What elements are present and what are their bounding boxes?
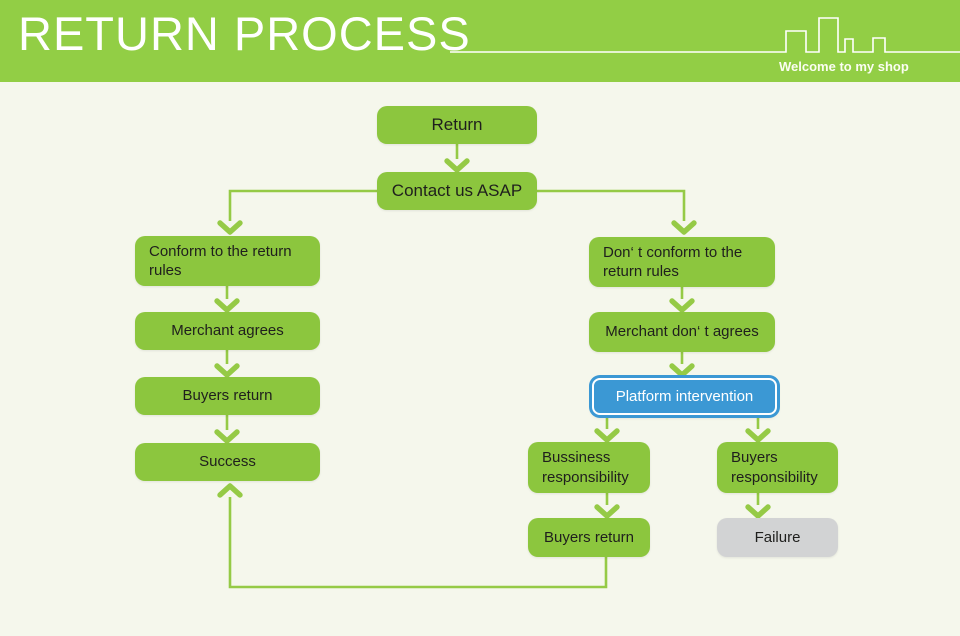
node-platform-intervention: Platform intervention xyxy=(592,378,777,415)
node-merchant-agrees: Merchant agrees xyxy=(135,312,320,350)
node-dont-conform-rules: Don‘ t conform to the return rules xyxy=(589,237,775,287)
node-failure: Failure xyxy=(717,518,838,557)
loop-line xyxy=(228,497,608,589)
arrow-head xyxy=(669,363,695,378)
node-buyers-return-left: Buyers return xyxy=(135,377,320,415)
node-return: Return xyxy=(377,106,537,144)
arrow-head xyxy=(214,429,240,444)
arrow-head xyxy=(214,363,240,378)
arrow-head xyxy=(594,504,620,519)
node-success: Success xyxy=(135,443,320,481)
arrow-line xyxy=(228,189,377,221)
shop-tagline: Welcome to my shop xyxy=(779,59,909,74)
skyline-icon xyxy=(450,17,960,53)
arrow-head xyxy=(745,428,771,443)
node-merchant-dont-agree: Merchant don‘ t agrees xyxy=(589,312,775,352)
arrow-head xyxy=(594,428,620,443)
header-banner: RETURN PROCESS Welcome to my shop xyxy=(0,0,960,82)
arrow-head xyxy=(217,220,243,235)
node-buyers-responsibility: Buyers responsibility xyxy=(717,442,838,493)
arrow-head-up xyxy=(217,483,243,498)
arrow-head xyxy=(214,298,240,313)
node-bussiness-responsibility: Bussiness responsibility xyxy=(528,442,650,493)
arrow-head xyxy=(745,504,771,519)
node-contact-us-asap: Contact us ASAP xyxy=(377,172,537,210)
page-title: RETURN PROCESS xyxy=(18,7,471,60)
arrow-head xyxy=(671,220,697,235)
arrow-head xyxy=(444,158,470,173)
arrow-head xyxy=(669,298,695,313)
node-buyers-return-right: Buyers return xyxy=(528,518,650,557)
node-conform-rules: Conform to the return rules xyxy=(135,236,320,286)
arrow-line xyxy=(537,189,686,221)
